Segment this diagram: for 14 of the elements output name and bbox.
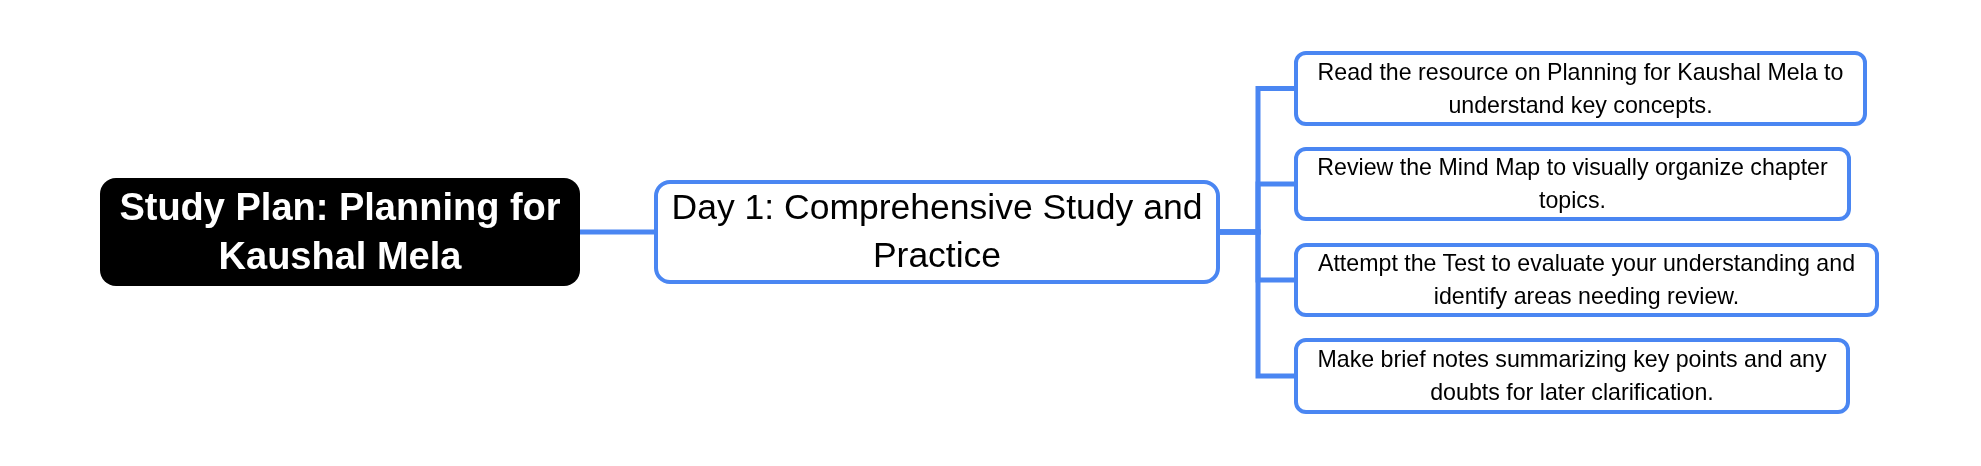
branch-topic-text: Day 1: Comprehensive Study and Practice: [670, 186, 1204, 277]
connector-line: [580, 229, 654, 235]
task-node: [1294, 147, 1851, 221]
task-text: Read the resource on Planning for Kaushal Mela to understand key concepts.: [1316, 57, 1845, 120]
branch-topic-node: [654, 180, 1220, 284]
task-text: Review the Mind Map to visually organize chapter topics.: [1316, 153, 1829, 215]
central-topic-node: [100, 178, 580, 286]
task-text: Attempt the Test to evaluate your understanding and identify areas needing review.: [1316, 249, 1857, 311]
central-topic-text: Study Plan: Planning for Kaushal Mela: [118, 184, 562, 279]
task-node: [1294, 338, 1850, 414]
task-node: [1294, 243, 1879, 317]
task-text: Make brief notes summarizing key points and any doubts for later clarification.: [1316, 345, 1828, 407]
task-node: [1294, 51, 1867, 126]
connector-line: [1220, 229, 1294, 379]
